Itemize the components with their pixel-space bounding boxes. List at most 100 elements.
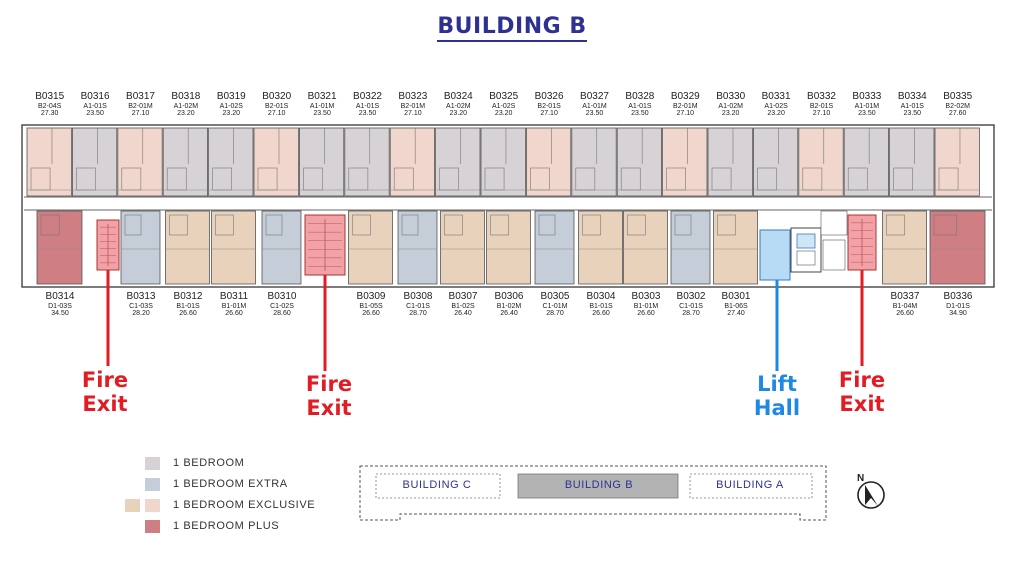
unit-code: B0331 <box>761 91 791 102</box>
unit-room <box>929 210 986 285</box>
unit-type: A1-01M <box>854 102 880 110</box>
unit-area: 27.30 <box>40 109 59 117</box>
unit-area: 23.50 <box>358 109 377 117</box>
unit-B0306 <box>486 210 531 285</box>
unit-code: B0319 <box>216 91 246 102</box>
legend-1-bedroom-extra: 1 BEDROOM EXTRA <box>145 476 288 492</box>
unit-type: B2-01M <box>400 102 426 110</box>
unit-B0304 <box>578 210 623 285</box>
unit-B0330 <box>707 127 753 197</box>
unit-room <box>344 127 390 197</box>
bathroom <box>490 214 509 236</box>
unit-code: B0315 <box>35 91 65 102</box>
unit-code: B0329 <box>670 91 700 102</box>
unit-type: B1-06S <box>724 302 748 310</box>
unit-room <box>397 210 438 285</box>
unit-type: B1-02S <box>451 302 475 310</box>
unit-room <box>934 127 980 197</box>
legend-swatch <box>145 498 160 512</box>
unit-B0331 <box>753 127 799 197</box>
unit-B0324 <box>435 127 481 197</box>
unit-type: B1-01S <box>589 302 613 310</box>
unit-area: 26.60 <box>637 309 655 317</box>
corridor <box>24 197 992 209</box>
service-room <box>796 250 816 266</box>
unit-B0303 <box>623 210 668 285</box>
unit-type: C1-01S <box>406 302 430 310</box>
callout-lines <box>106 270 864 371</box>
bathroom <box>582 214 601 236</box>
unit-room <box>843 127 890 197</box>
north-arrow-icon: N <box>851 471 885 511</box>
unit-type: A1-02S <box>219 102 243 110</box>
unit-code: B0312 <box>173 291 203 302</box>
unit-B0326 <box>526 127 572 197</box>
unit-code: B0322 <box>353 91 382 102</box>
callout-line-1: Fire <box>838 368 886 392</box>
unit-code: B0314 <box>45 291 75 302</box>
unit-code: B0311 <box>219 291 249 302</box>
unit-B0333 <box>843 127 890 197</box>
building-title: BUILDING B <box>437 14 587 42</box>
unit-area: 27.40 <box>727 309 745 317</box>
legend-swatch <box>145 477 160 491</box>
legend-label: 1 BEDROOM <box>173 457 245 469</box>
bathroom <box>886 214 905 236</box>
unit-room <box>389 127 436 197</box>
unit-room <box>253 127 299 197</box>
unit-code: B0337 <box>890 291 920 302</box>
unit-code: B0301 <box>721 291 751 302</box>
unit-B0307 <box>440 210 485 285</box>
unit-code: B0318 <box>171 91 201 102</box>
unit-room <box>120 210 161 285</box>
unit-B0327 <box>571 127 617 197</box>
unit-type: C1-01S <box>679 302 703 310</box>
unit-type: B1-05S <box>359 302 383 310</box>
unit-code: B0304 <box>586 291 616 302</box>
lift-hall <box>759 229 791 281</box>
unit-B0319 <box>208 127 254 197</box>
unit-code: B0308 <box>403 291 433 302</box>
unit-code: B0324 <box>443 91 473 102</box>
unit-area: 26.60 <box>362 309 380 317</box>
unit-code: B0323 <box>398 91 428 102</box>
unit-code: B0317 <box>126 91 155 102</box>
bathroom <box>124 214 142 236</box>
unit-B0312 <box>165 210 210 285</box>
unit-room <box>480 127 526 197</box>
top-unit-row <box>26 127 980 197</box>
unit-type: B2-01S <box>265 102 289 110</box>
unit-B0302 <box>670 210 711 285</box>
unit-type: A1-01S <box>355 102 380 110</box>
unit-type: A1-02M <box>718 102 743 110</box>
unit-area: 26.60 <box>225 309 243 317</box>
unit-room <box>72 127 118 197</box>
unit-type: A1-02M <box>446 102 471 110</box>
unit-area: 23.20 <box>177 109 195 117</box>
unit-type: D1-03S <box>48 302 72 310</box>
unit-code: B0328 <box>625 91 655 102</box>
unit-code: B0334 <box>897 91 927 102</box>
unit-area: 28.70 <box>546 309 564 317</box>
unit-type: B2-01M <box>673 102 698 110</box>
unit-area: 27.10 <box>404 109 422 117</box>
service-room-2 <box>822 239 846 271</box>
fire-exit-stair-3 <box>847 214 877 271</box>
legend-swatch <box>145 519 160 533</box>
unit-code: B0325 <box>489 91 519 102</box>
unit-area: 27.60 <box>948 109 967 117</box>
fire-exit-callout-1: Fire Exit <box>60 368 150 416</box>
